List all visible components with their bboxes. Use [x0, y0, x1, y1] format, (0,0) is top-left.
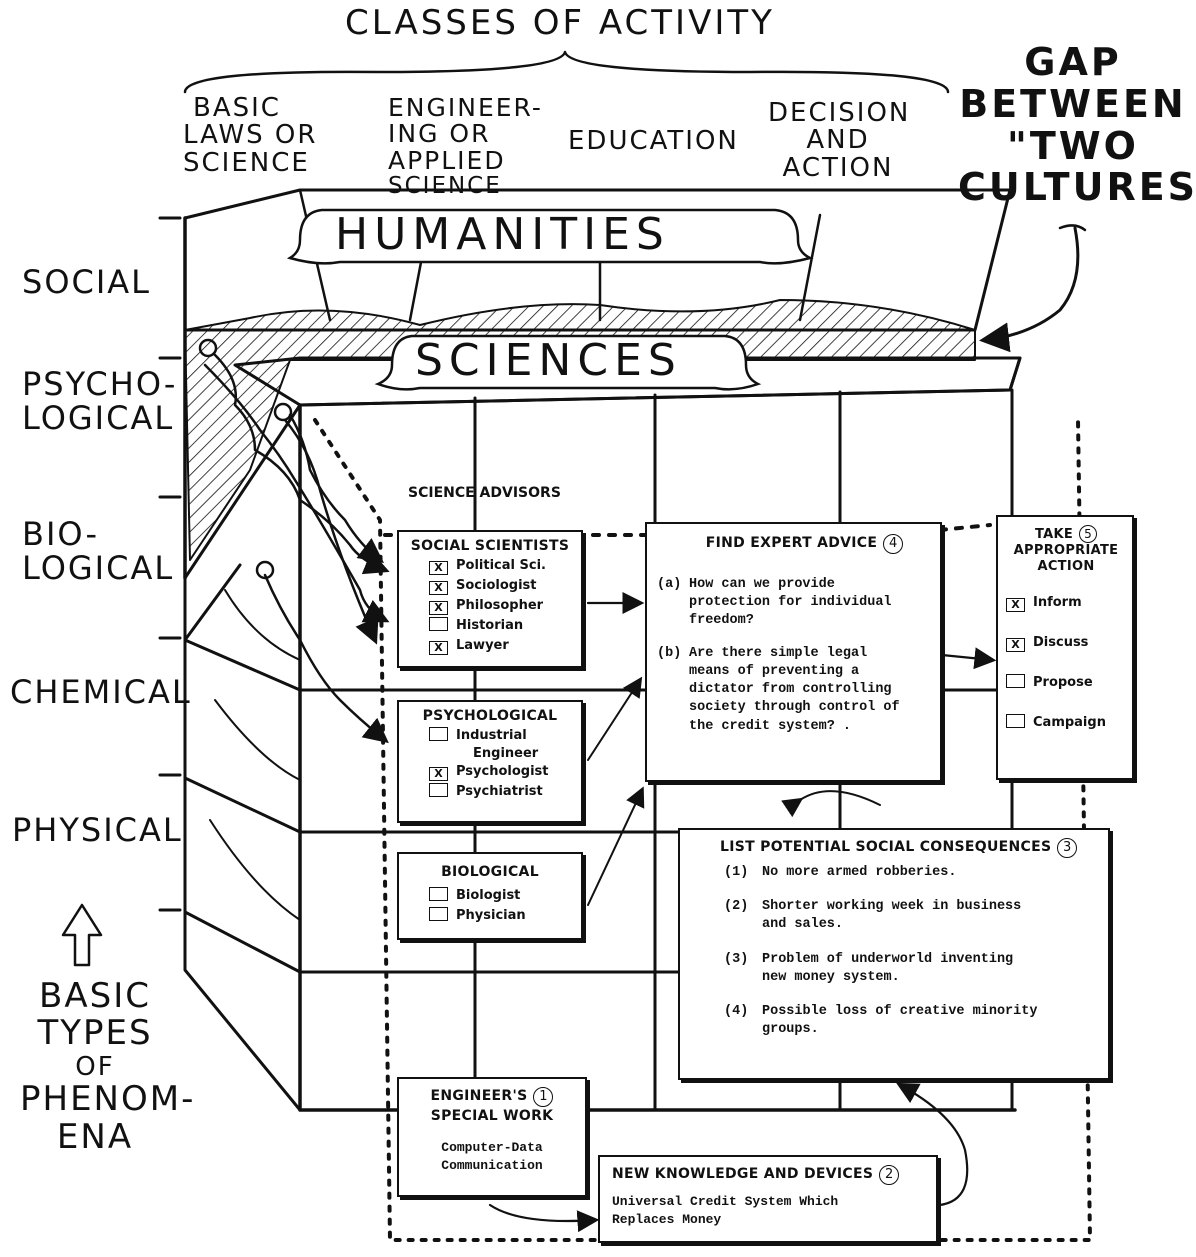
checkbox-industrial-engineer[interactable]: Industrial — [429, 726, 581, 746]
humanities-banner — [286, 208, 814, 265]
column-basic-laws: BASIC LAWS OR SCIENCE — [183, 93, 318, 178]
checkbox-campaign[interactable]: Campaign — [1006, 713, 1126, 733]
sciences-banner — [374, 334, 762, 391]
up-arrow-icon — [61, 903, 103, 967]
gap-label: GAP BETWEEN "TWO CULTURES" — [958, 40, 1196, 210]
biological-box: BIOLOGICAL Biologist Physician — [397, 852, 583, 940]
checkbox-physician[interactable]: Physician — [429, 906, 581, 926]
phenomena-axis-label: BASIC TYPES OF PHENOM- ENA — [20, 976, 196, 1157]
header-brace — [183, 50, 950, 94]
column-decision-action: DECISION AND ACTION — [768, 98, 911, 183]
engineers-special-work-body: Computer-Data Communication — [441, 1140, 543, 1173]
checkbox-psychiatrist[interactable]: Psychiatrist — [429, 782, 581, 802]
sciences-label: SCIENCES — [415, 335, 682, 386]
level-social: SOCIAL — [22, 263, 151, 301]
consequence-1: (1) No more armed robberies. — [724, 865, 957, 880]
column-engineering: ENGINEER- ING OR APPLIED SCIENCE — [388, 93, 543, 199]
checkbox-biologist[interactable]: Biologist — [429, 886, 581, 906]
psychological-title: PSYCHOLOGICAL — [422, 708, 558, 724]
checkbox-historian[interactable]: Historian — [429, 616, 581, 636]
new-knowledge-body: Universal Credit System Which Replaces M… — [612, 1194, 839, 1227]
step-3-badge: 3 — [1057, 838, 1078, 858]
step-1-badge: 1 — [533, 1087, 554, 1107]
checkbox-propose[interactable]: Propose — [1006, 673, 1126, 693]
cube-left-face — [183, 403, 302, 1112]
level-biological: BIO- LOGICAL — [22, 515, 175, 587]
biological-title: BIOLOGICAL — [441, 864, 539, 880]
level-physical: PHYSICAL — [12, 811, 183, 849]
level-chemical: CHEMICAL — [10, 673, 192, 711]
social-scientists-title: SOCIAL SCIENTISTS — [410, 538, 570, 554]
gap-arrow — [979, 226, 1080, 353]
step-2-badge: 2 — [879, 1165, 900, 1185]
level-psychological: PSYCHO- LOGICAL — [22, 365, 178, 437]
humanities-label: HUMANITIES — [335, 209, 670, 260]
diagram-title: CLASSES OF ACTIVITY — [345, 3, 775, 43]
science-advisors-label: SCIENCE ADVISORS — [408, 485, 561, 501]
step-5-badge: 5 — [1079, 525, 1098, 543]
column-education: EDUCATION — [568, 126, 739, 156]
step-4-badge: 4 — [883, 534, 904, 554]
